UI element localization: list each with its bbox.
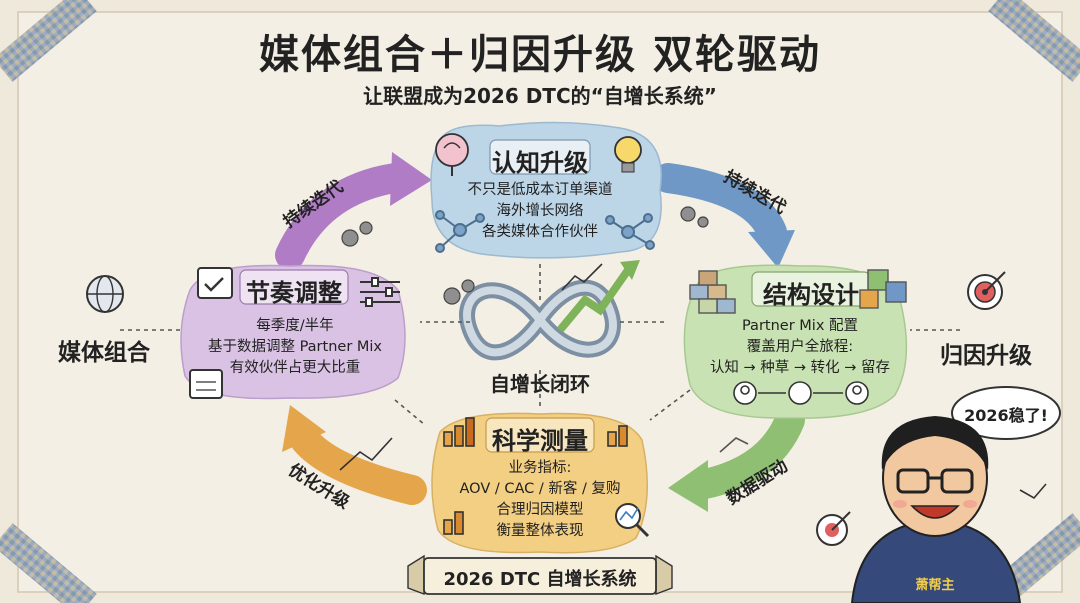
node-bottom-line-3: 合理归因模型 — [496, 502, 584, 518]
magnifier-icon — [615, 503, 650, 538]
growth-arrow-icon — [561, 263, 1047, 500]
tape-top-left — [0, 0, 97, 82]
dotted-connectors — [120, 260, 960, 426]
node-top-line-2: 海外增长网络 — [496, 203, 584, 219]
tape-top-right — [988, 0, 1080, 82]
node-top-line-3: 各类媒体合作伙伴 — [482, 224, 598, 240]
puzzle-icon — [859, 269, 907, 309]
page-title: 媒体组合＋归因升级 双轮驱动 — [259, 32, 821, 78]
banner-ribbon — [423, 557, 657, 595]
arrow-bottom-left — [282, 405, 427, 505]
top-blob — [430, 121, 662, 259]
top-title-plate — [489, 139, 591, 175]
node-bottom-line-2: AOV / CAC / 新客 / 复购 — [459, 481, 621, 497]
banner-text: 2026 DTC 自增长系统 — [443, 569, 637, 590]
side-label-right: 归因升级 — [940, 343, 1032, 369]
brain-icon — [435, 133, 469, 176]
node-top-line-1: 不只是低成本订单渠道 — [467, 182, 613, 198]
arrow-top-left — [275, 152, 432, 270]
bottom-title-plate — [485, 417, 595, 453]
lightbulb-icon — [614, 136, 642, 173]
speech-bubble — [951, 386, 1061, 440]
slider-icon — [360, 277, 400, 307]
node-right-title: 结构设计 — [763, 281, 859, 309]
node-left-title: 节奏调整 — [246, 279, 342, 307]
chart-icon — [339, 417, 749, 535]
network-icon — [435, 210, 655, 253]
side-label-left: 媒体组合 — [58, 340, 150, 366]
globe-icon — [86, 275, 124, 313]
tape-bottom-left — [0, 523, 97, 603]
blocks-icon — [689, 270, 736, 314]
shirt-text: 萧帮主 — [915, 578, 955, 593]
target-icon — [816, 271, 1006, 546]
node-left-line-1: 每季度/半年 — [256, 318, 334, 334]
node-right-line-2: 覆盖用户全旅程: — [746, 339, 854, 355]
node-top-title: 认知升级 — [492, 149, 588, 177]
infinity-loop-icon — [459, 260, 640, 361]
node-left-line-3: 有效伙伴占更大比重 — [229, 360, 361, 376]
node-bottom-title: 科学测量 — [492, 427, 588, 455]
left-title-plate — [239, 269, 349, 305]
node-right-line-3: 认知 → 种草 → 转化 → 留存 — [709, 360, 891, 376]
left-blob — [180, 264, 406, 400]
page-subtitle: 让联盟成为2026 DTC的“自增长系统” — [363, 84, 717, 108]
node-left-line-2: 基于数据调整 Partner Mix — [207, 339, 383, 355]
speech-bubble-text: 2026稳了! — [964, 406, 1048, 425]
banner-right-tail — [655, 554, 673, 596]
arrow-top-right — [653, 163, 795, 268]
user-icon — [733, 381, 869, 405]
center-label: 自增长闭环 — [490, 372, 590, 396]
gears-icon — [341, 206, 709, 305]
arrow-bottom-right — [668, 405, 805, 512]
banner-left-tail — [407, 554, 425, 596]
node-right-line-1: Partner Mix 配置 — [741, 318, 859, 334]
node-bottom-line-1: 业务指标: — [508, 460, 572, 476]
calendar-icon — [189, 267, 233, 399]
node-bottom-line-4: 衡量整体表现 — [496, 523, 584, 539]
character-illustration — [850, 416, 1022, 603]
